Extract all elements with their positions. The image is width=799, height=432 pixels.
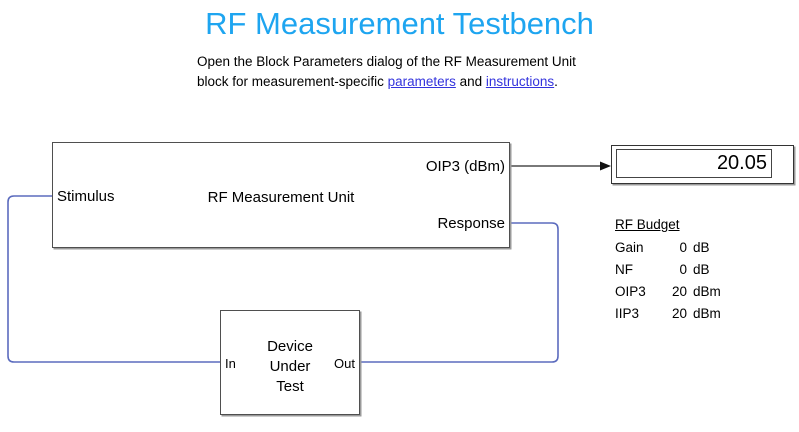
description-line2-suffix: .	[554, 74, 558, 89]
response-port-label: Response	[437, 215, 505, 232]
description-annotation: Open the Block Parameters dialog of the …	[197, 52, 576, 92]
budget-unit: dB	[693, 262, 710, 277]
description-line2-mid: and	[455, 74, 486, 89]
budget-label: OIP3	[615, 284, 646, 299]
budget-value: 20	[671, 284, 687, 299]
dut-name-line3: Test	[276, 378, 304, 395]
instructions-link[interactable]: instructions	[485, 74, 555, 89]
rf-measurement-unit-label: RF Measurement Unit	[207, 189, 355, 206]
page-title: RF Measurement Testbench	[205, 6, 594, 41]
budget-unit: dB	[693, 240, 710, 255]
budget-label: Gain	[615, 240, 644, 255]
display-value: 20.05	[616, 149, 772, 178]
budget-label: NF	[615, 262, 633, 277]
display-block[interactable]: 20.05	[611, 145, 794, 184]
rf-budget-row-gain: Gain 0 dB	[615, 237, 721, 259]
stimulus-feedback-wire[interactable]	[7, 195, 220, 363]
budget-unit: dBm	[693, 306, 721, 321]
wire-arrowhead-icon	[600, 161, 611, 171]
stimulus-port-label: Stimulus	[57, 188, 115, 205]
budget-label: IIP3	[615, 306, 640, 321]
budget-value: 0	[679, 262, 687, 277]
in-port-label: In	[225, 356, 236, 371]
budget-value: 0	[679, 240, 687, 255]
rf-measurement-unit-block[interactable]: Stimulus RF Measurement Unit OIP3 (dBm) …	[52, 142, 510, 248]
description-line2-prefix: block for measurement-specific	[197, 74, 388, 89]
device-under-test-block[interactable]: In Device Under Test Out	[220, 310, 360, 415]
rf-budget-annotation: RF Budget Gain 0 dB NF 0 dB OIP3 20 dBm …	[615, 214, 721, 325]
rf-budget-row-nf: NF 0 dB	[615, 259, 721, 281]
budget-unit: dBm	[693, 284, 721, 299]
dut-name-line1: Device	[267, 338, 313, 355]
response-wire[interactable]	[360, 222, 559, 363]
oip3-port-label: OIP3 (dBm)	[425, 158, 505, 175]
rf-budget-row-oip3: OIP3 20 dBm	[615, 281, 721, 303]
budget-value: 20	[671, 306, 687, 321]
device-under-test-label: Device Under Test	[221, 337, 359, 397]
description-line2: block for measurement-specific parameter…	[197, 72, 576, 92]
rf-budget-title: RF Budget	[615, 217, 680, 232]
rf-budget-row-iip3: IIP3 20 dBm	[615, 303, 721, 325]
out-port-label: Out	[334, 356, 355, 371]
description-line1: Open the Block Parameters dialog of the …	[197, 54, 576, 69]
parameters-link[interactable]: parameters	[387, 74, 456, 89]
dut-name-line2: Under	[269, 358, 311, 375]
